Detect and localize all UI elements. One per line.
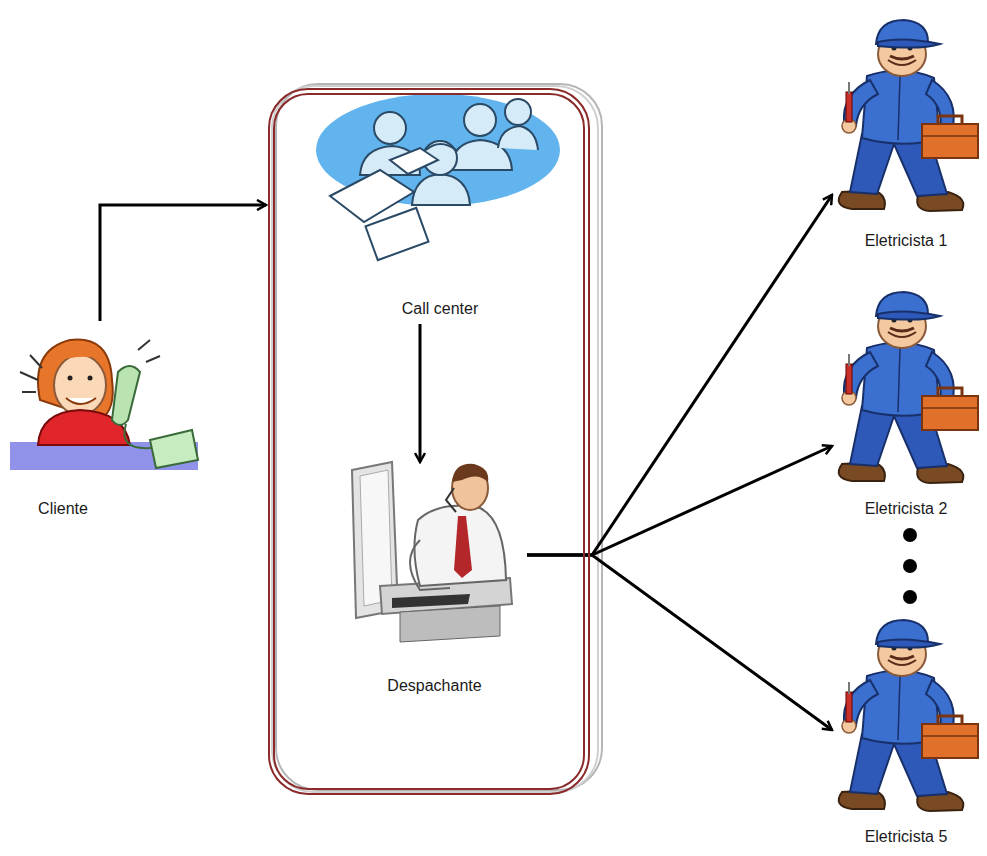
electrician-illustration <box>839 292 978 483</box>
group-outline <box>276 84 602 790</box>
electrician-node: Eletricista 2 <box>830 284 982 520</box>
group-outline <box>272 86 598 792</box>
dispatcher-illustration <box>352 462 512 642</box>
flow-arrow <box>419 324 422 462</box>
group-box: Call centerDespachante <box>268 88 590 795</box>
dispatcher-node: Despachante <box>342 462 527 697</box>
ellipsis-dots <box>903 528 917 604</box>
node-label: Despachante <box>383 674 485 697</box>
electrician-node: Eletricista 5 <box>830 612 982 848</box>
node-label: Eletricista 5 <box>861 825 952 848</box>
flow-arrow <box>527 446 832 555</box>
call-center-illustration <box>316 94 560 260</box>
node-label: Cliente <box>34 497 92 520</box>
electrician-illustration <box>839 620 978 811</box>
call-center-node: Call center <box>315 105 565 320</box>
flow-arrow <box>527 195 832 555</box>
electrician-illustration <box>839 20 978 211</box>
flow-arrow <box>100 205 266 321</box>
node-label: Eletricista 2 <box>861 497 952 520</box>
electrician-node: Eletricista 1 <box>830 12 982 252</box>
node-label: Eletricista 1 <box>861 229 952 252</box>
client-node: Cliente <box>8 325 118 520</box>
flow-arrow <box>527 555 832 730</box>
client-illustration <box>10 340 198 471</box>
node-label: Call center <box>398 297 482 320</box>
